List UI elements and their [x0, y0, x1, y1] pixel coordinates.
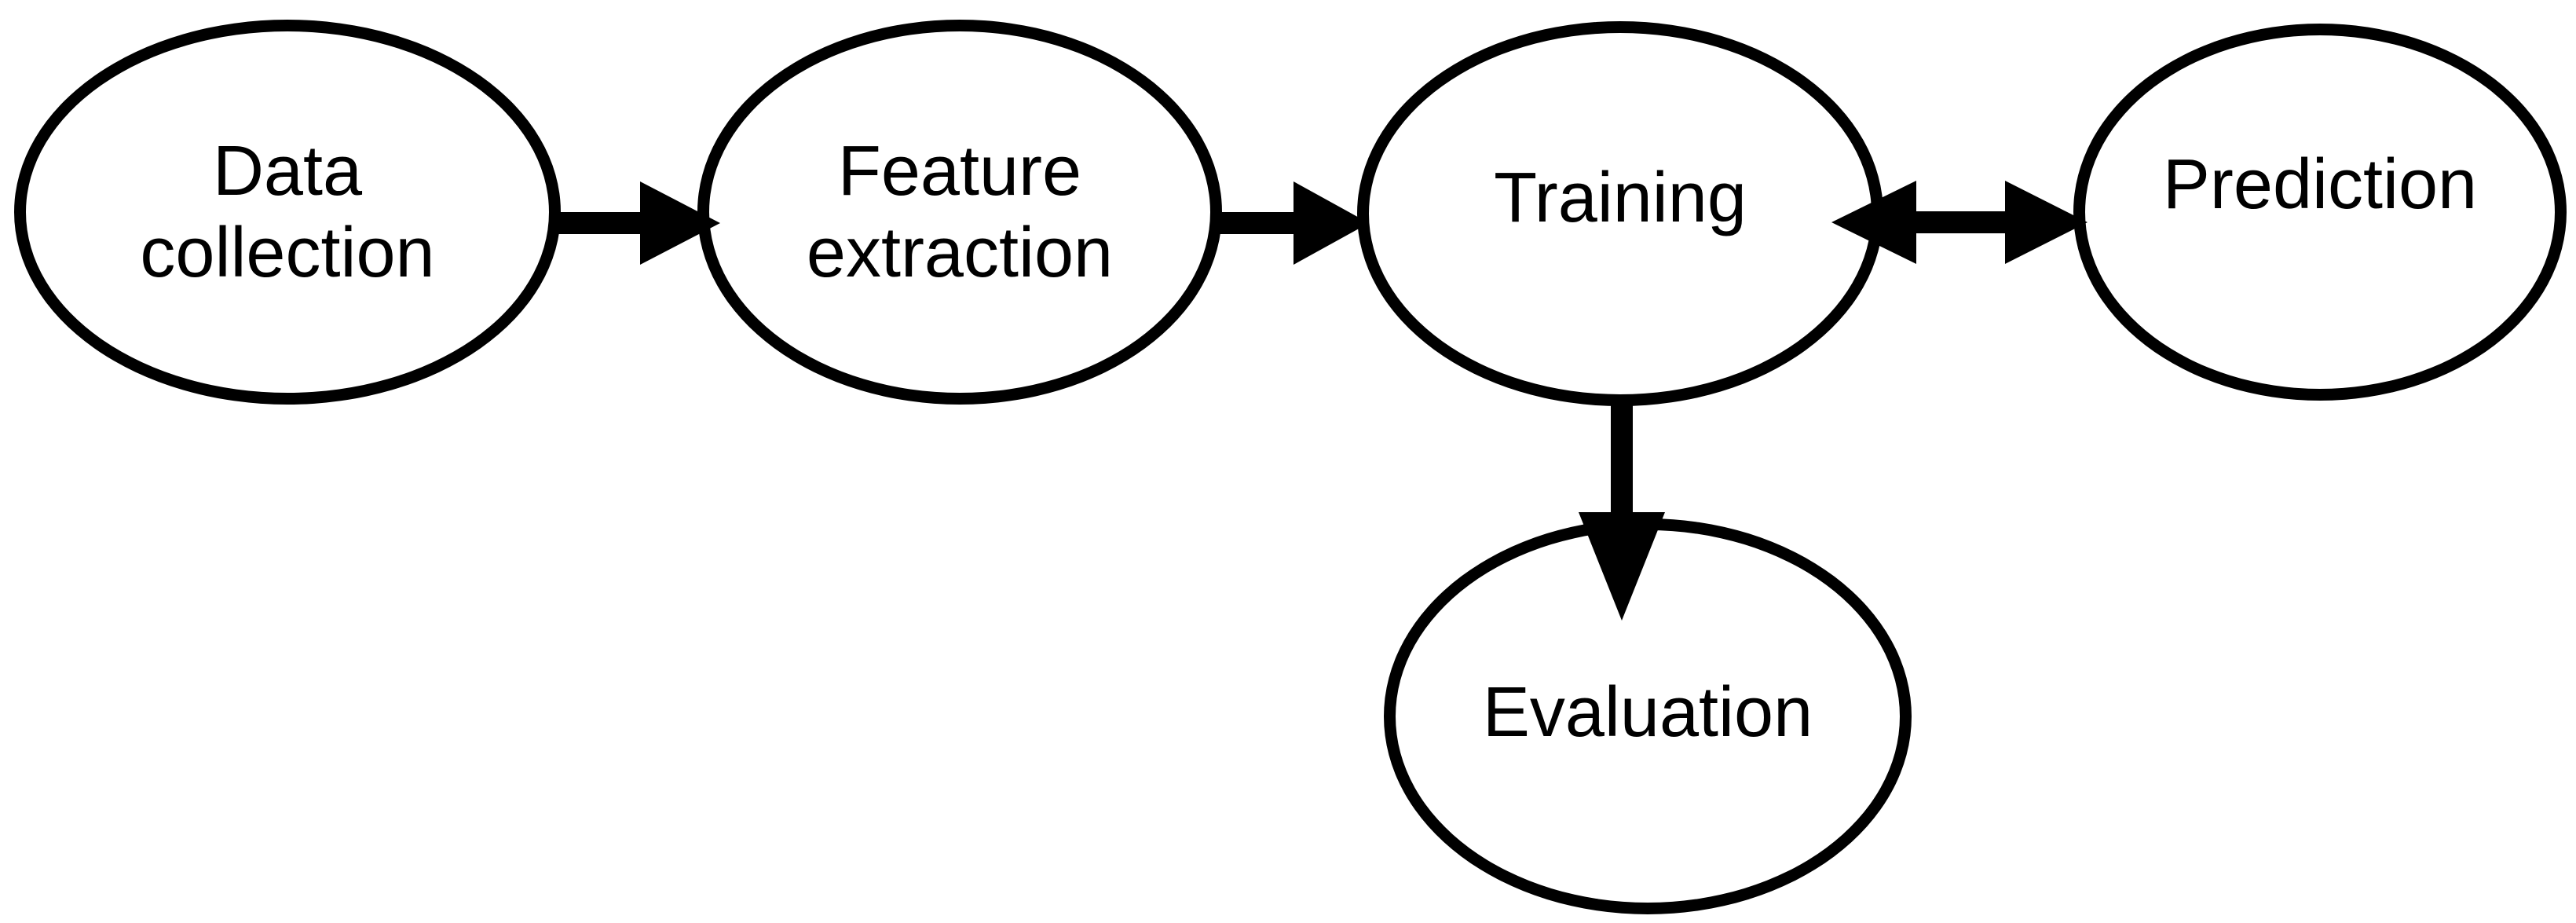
- node-label-data-collection: Data collection: [140, 131, 435, 292]
- node-label-feature-extraction: Feature extraction: [806, 131, 1114, 292]
- node-data-collection: Data collection: [14, 20, 561, 405]
- node-label-prediction: Prediction: [2162, 145, 2478, 224]
- node-label-evaluation: Evaluation: [1482, 672, 1813, 752]
- node-training: Training: [1357, 21, 1883, 406]
- node-label-training: Training: [1494, 158, 1747, 237]
- arrow-feature-extraction-to-training-icon: [1219, 181, 1369, 265]
- node-feature-extraction: Feature extraction: [697, 20, 1222, 405]
- node-evaluation: Evaluation: [1384, 518, 1912, 914]
- node-prediction: Prediction: [2073, 24, 2567, 401]
- arrow-data-collection-to-feature-extraction-icon: [558, 181, 720, 265]
